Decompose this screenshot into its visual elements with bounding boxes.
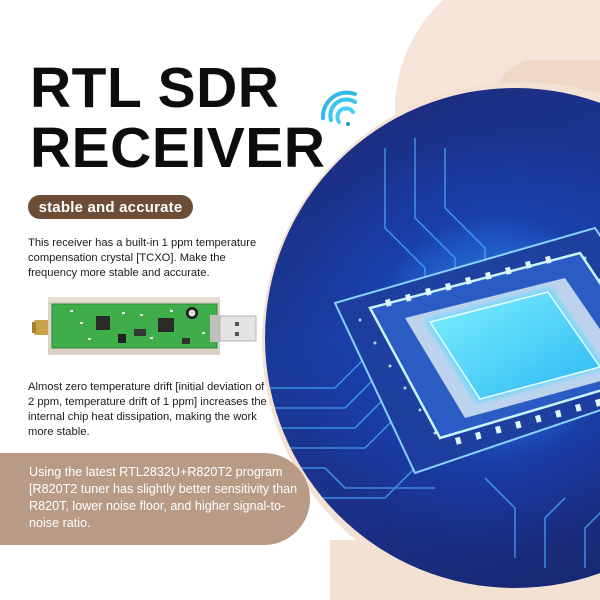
processor-chip-icon bbox=[265, 138, 600, 568]
tuner-info-text: Using the latest RTL2832U+R820T2 program… bbox=[29, 465, 298, 530]
usb-sdr-dongle-image bbox=[32, 297, 257, 355]
title-line-1: RTL SDR bbox=[30, 56, 280, 120]
page-title: RTL SDR RECEIVER bbox=[30, 58, 325, 178]
feature-badge-label: stable and accurate bbox=[38, 198, 183, 216]
wifi-signal-icon bbox=[320, 90, 357, 126]
chip-image bbox=[265, 88, 600, 588]
temperature-drift-description: Almost zero temperature drift [initial d… bbox=[28, 381, 267, 438]
title-line-2: RECEIVER bbox=[30, 116, 326, 180]
tcxo-description: This receiver has a built-in 1 ppm tempe… bbox=[28, 237, 257, 279]
feature-badge: stable and accurate bbox=[28, 195, 193, 219]
tuner-info-panel bbox=[0, 453, 310, 545]
